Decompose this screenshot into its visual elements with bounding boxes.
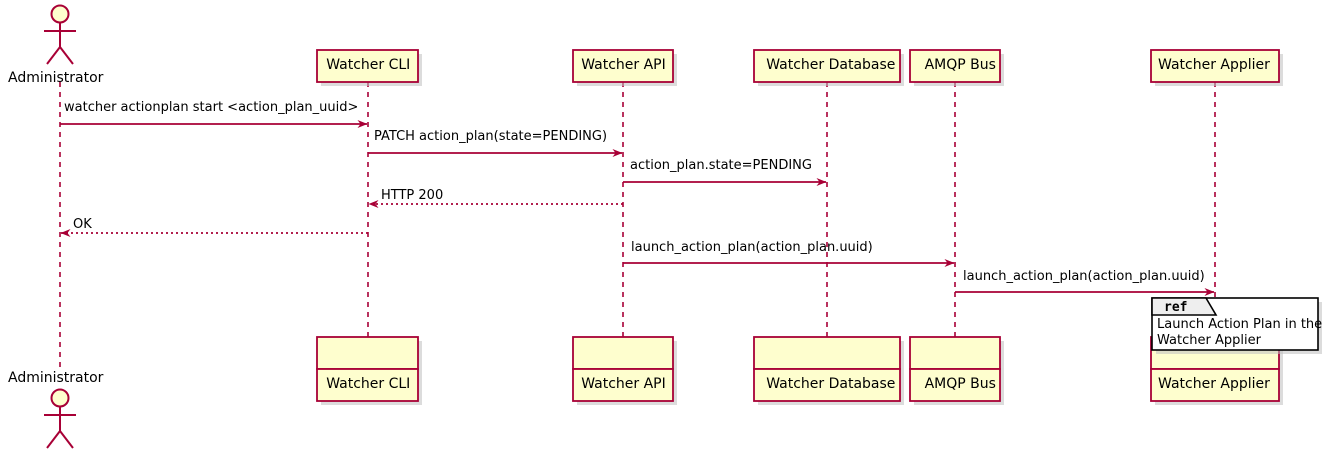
participant-box-watcher-database[interactable] — [753, 336, 901, 370]
participant-box-watcher-database[interactable] — [753, 49, 901, 83]
participant-label-watcher-applier: Watcher Applier — [1158, 57, 1270, 73]
participant-label-watcher-api: Watcher API — [581, 57, 666, 73]
participant-label-bottom-watcher-applier: Watcher Applier — [1158, 376, 1270, 392]
message-label-6: launch_action_plan(action_plan.uuid) — [631, 240, 873, 255]
actor-label-administrator: Administrator — [8, 70, 104, 86]
message-label-2: PATCH action_plan(state=PENDING) — [374, 129, 608, 144]
participant-box-amqp-bus[interactable] — [909, 336, 1001, 370]
ref-text-line-1: Watcher Applier — [1157, 333, 1261, 348]
participant-label-bottom-amqp-bus: AMQP Bus — [924, 376, 996, 392]
message-label-5: OK — [73, 217, 92, 232]
participant-box-watcher-cli[interactable] — [316, 49, 419, 83]
ref-tab-label-ref-launch-action-plan: ref — [1164, 300, 1188, 315]
participant-label-bottom-watcher-database: Watcher Database — [766, 376, 896, 392]
message-label-4: HTTP 200 — [381, 188, 444, 203]
participant-box-bottom-watcher-applier[interactable] — [1150, 368, 1280, 402]
actor-figure-administrator-bottom[interactable] — [44, 388, 76, 449]
participant-box-watcher-api[interactable] — [572, 49, 674, 83]
actor-figure-administrator-top[interactable] — [44, 4, 76, 65]
participant-box-bottom-watcher-api[interactable] — [572, 368, 674, 402]
participant-label-amqp-bus: AMQP Bus — [924, 57, 996, 73]
actor-label-bottom-administrator: Administrator — [8, 370, 104, 386]
participant-label-bottom-watcher-api: Watcher API — [581, 376, 666, 392]
ref-text-line-0: Launch Action Plan in the — [1157, 317, 1323, 332]
participant-box-bottom-watcher-database[interactable] — [753, 368, 901, 402]
participant-label-bottom-watcher-cli: Watcher CLI — [326, 376, 411, 392]
participant-label-watcher-database: Watcher Database — [766, 57, 896, 73]
participant-box-amqp-bus[interactable] — [909, 49, 1001, 83]
message-label-1: watcher actionplan start <action_plan_uu… — [64, 100, 359, 115]
participant-box-watcher-api[interactable] — [572, 336, 674, 370]
participant-box-watcher-applier[interactable] — [1150, 49, 1280, 83]
ref-tab-ref-launch-action-plan — [1151, 297, 1218, 316]
participant-box-watcher-cli[interactable] — [316, 336, 419, 370]
participant-box-bottom-watcher-cli[interactable] — [316, 368, 419, 402]
participant-box-bottom-amqp-bus[interactable] — [909, 368, 1001, 402]
message-label-7: launch_action_plan(action_plan.uuid) — [963, 269, 1205, 284]
message-label-3: action_plan.state=PENDING — [630, 158, 812, 173]
participant-label-watcher-cli: Watcher CLI — [326, 57, 411, 73]
